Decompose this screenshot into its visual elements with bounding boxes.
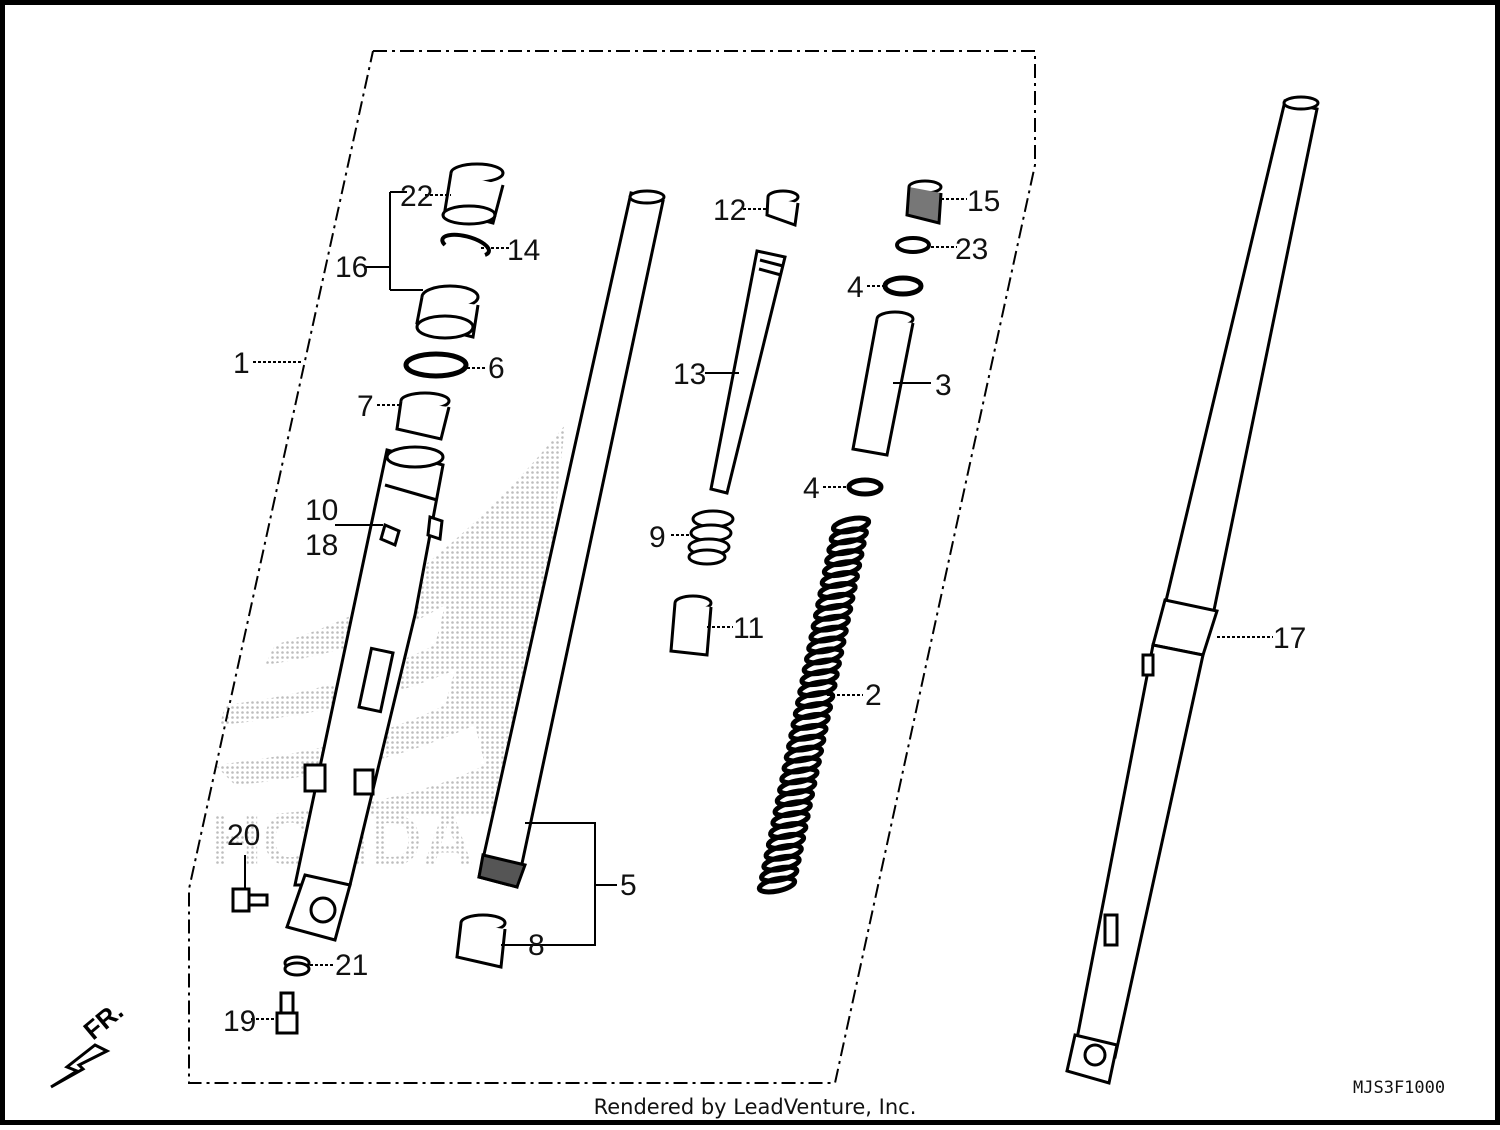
part-13-damper-rod	[709, 249, 787, 495]
outer-slider	[285, 445, 445, 942]
callout-11: 11	[733, 612, 764, 645]
callout-9: 9	[649, 521, 666, 554]
spring-coil	[756, 875, 798, 895]
leader-lines	[244, 191, 1273, 1020]
fork-exploded-diagram: HONDA	[50, 50, 1320, 1089]
part-22-dust-seal	[441, 162, 505, 226]
part-8-slide-bushing	[455, 913, 507, 969]
diagram-code: MJS3F1000	[1353, 1078, 1446, 1098]
part-21-washer	[283, 955, 311, 977]
part-17-fork-assembly	[1065, 95, 1320, 1085]
callout-16: 16	[335, 251, 368, 284]
callout-17: 17	[1273, 622, 1306, 655]
callout-15: 15	[967, 185, 1000, 218]
callout-13: 13	[673, 358, 706, 391]
part-20-bolt	[231, 887, 269, 913]
callout-3: 3	[935, 369, 952, 402]
callout-23: 23	[955, 233, 988, 266]
part-19-drain-bolt	[275, 991, 299, 1035]
part-2-fork-spring	[756, 515, 872, 895]
callout-22: 22	[400, 180, 433, 213]
part-5-fork-pipe	[477, 189, 666, 889]
footer-credit: Rendered by LeadVenture, Inc.	[593, 1095, 917, 1119]
part-4-washer-upper	[882, 275, 924, 297]
callout-7: 7	[357, 390, 374, 423]
callout-2: 2	[865, 679, 882, 712]
part-9-rebound-spring	[687, 509, 735, 566]
callout-4-upper: 4	[847, 271, 864, 304]
front-direction-arrow: FR.	[50, 996, 129, 1089]
callout-10: 10	[305, 494, 338, 527]
part-14-stop-ring	[440, 232, 491, 257]
callout-1: 1	[233, 347, 250, 380]
part-12-collar	[765, 189, 800, 228]
part-3-spacer-pipe	[851, 310, 915, 457]
part-15-fork-bolt	[905, 179, 943, 225]
callout-5: 5	[620, 869, 637, 902]
callout-18: 18	[305, 529, 338, 562]
part-4-washer-lower	[846, 477, 884, 497]
part-11-oil-lock-piece	[669, 594, 713, 657]
part-6-washer	[403, 351, 469, 379]
callouts: 1 2 3 4 4 5 6 7 8 9 10 11 12 13 14 15 16…	[223, 180, 1306, 1038]
part-16-oil-seal	[415, 284, 480, 340]
callout-8: 8	[528, 929, 545, 962]
callout-6: 6	[488, 352, 505, 385]
assembly-boundary	[188, 50, 1036, 1084]
callout-19: 19	[223, 1005, 256, 1038]
part-7-bushing	[395, 391, 451, 441]
callout-14: 14	[507, 234, 540, 267]
callout-4-lower: 4	[803, 472, 820, 505]
callout-21: 21	[335, 949, 368, 982]
part-23-o-ring	[895, 236, 931, 254]
front-direction-label: FR.	[78, 996, 129, 1046]
callout-12: 12	[713, 194, 746, 227]
callout-20: 20	[227, 819, 260, 852]
